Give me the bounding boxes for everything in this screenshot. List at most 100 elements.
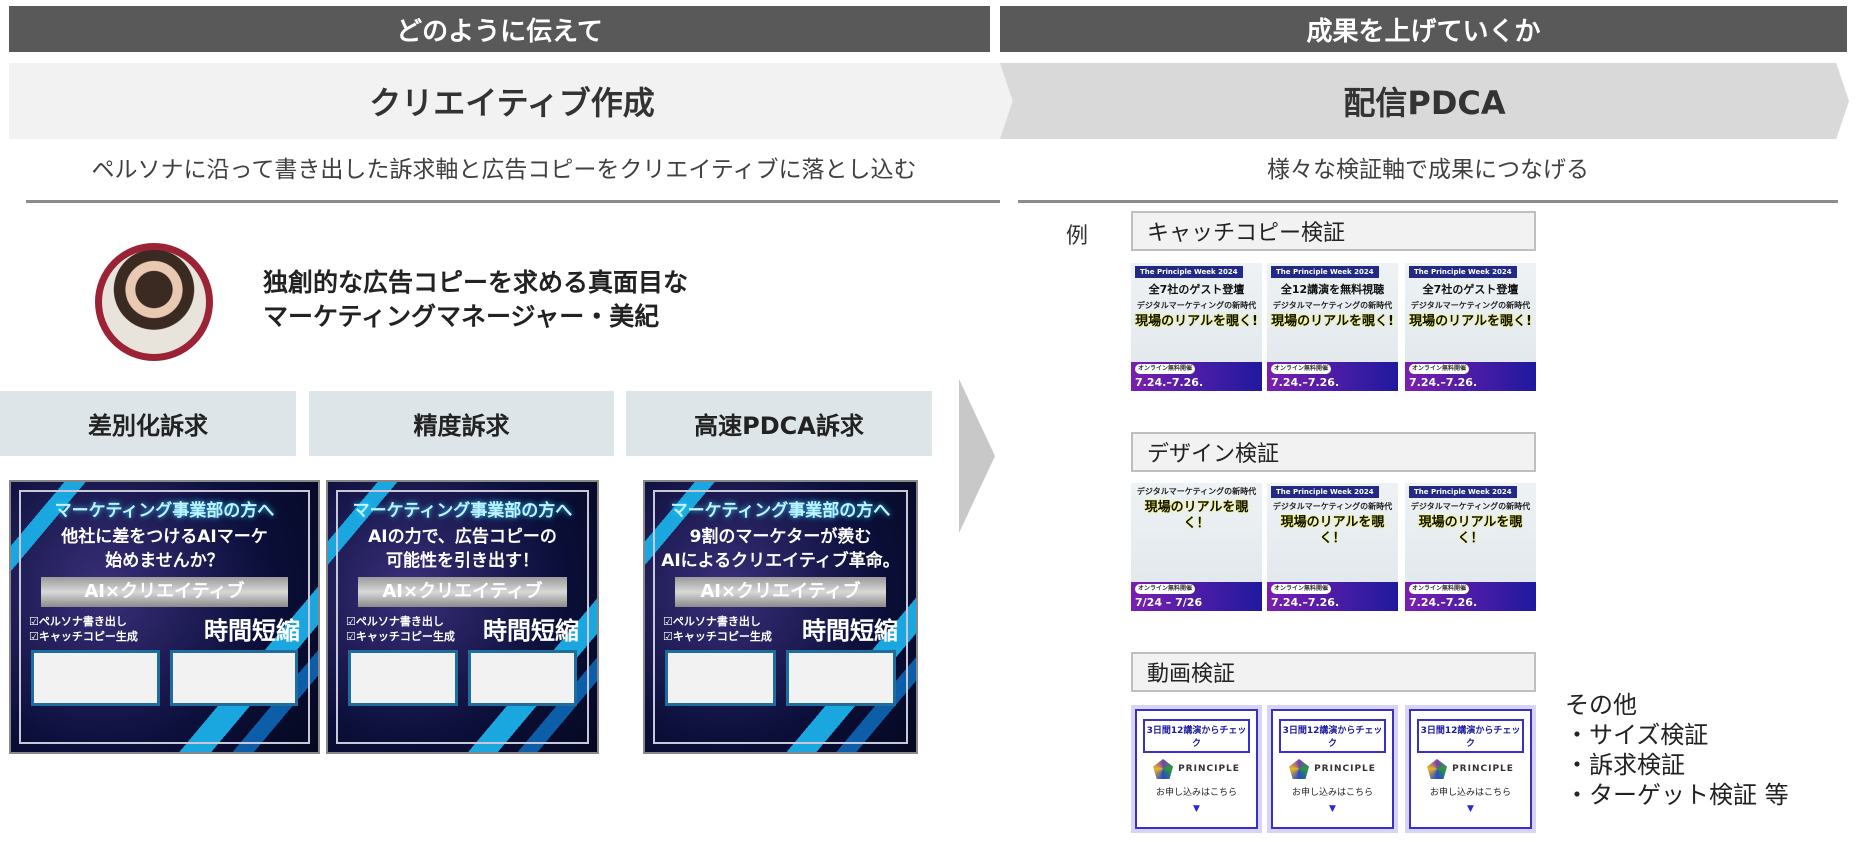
thumb-subline: デジタルマーケティングの新時代 xyxy=(1272,301,1393,310)
ad-thumbnail: The Principle Week 2024 全7社のゲスト登壇 デジタルマー… xyxy=(1405,263,1536,391)
thumb-tag: The Principle Week 2024 xyxy=(1271,486,1379,498)
thumb-date-bar: オンライン無料開催 7.24.–7.26. xyxy=(1267,362,1398,391)
banner-headline: 他社に差をつけるAIマーケ xyxy=(61,527,268,547)
thumb-subline: デジタルマーケティングの新時代 xyxy=(1410,502,1531,511)
banner-headline: 他社に差をつけるAIマーケ始めませんか？ xyxy=(21,525,308,573)
thumb-title: 現場のリアルを覗く！ xyxy=(1144,500,1249,531)
divider xyxy=(26,200,1000,203)
header-right: 成果を上げていくか xyxy=(1000,6,1847,52)
persona-avatar xyxy=(95,243,213,361)
banner-headline: 9割のマーケターが羨む xyxy=(689,527,872,547)
thumb-tag: The Principle Week 2024 xyxy=(1135,266,1243,278)
banner-headline: 可能性を引き出す！ xyxy=(386,551,539,571)
banner-big-text: 時間短縮 xyxy=(204,617,300,645)
banner-band: AI×クリエイティブ xyxy=(675,577,886,607)
divider xyxy=(1018,200,1838,203)
ad-thumbnail: The Principle Week 2024 デジタルマーケティングの新時代 … xyxy=(1267,483,1398,611)
chevron-down-icon: ▼ xyxy=(1467,804,1474,814)
banner-eyebrow: マーケティング事業部の方へ xyxy=(670,501,891,521)
thumb-headline: 全12講演を無料視聴 xyxy=(1280,283,1385,296)
thumb-badge: オンライン無料開催 xyxy=(1409,584,1470,594)
document-thumbnail xyxy=(665,650,776,706)
thumb-date: 7.24.–7.26. xyxy=(1271,596,1340,609)
thumb-date-bar: オンライン無料開催 7.24.–7.26. xyxy=(1405,362,1536,391)
arrow-right-icon xyxy=(959,379,995,533)
document-thumbnail xyxy=(169,650,298,706)
thumb-title: 現場のリアルを覗く! xyxy=(1409,314,1532,329)
logo-text: PRINCIPLE xyxy=(1314,764,1376,774)
test-label: キャッチコピー検証 xyxy=(1131,211,1536,251)
thumb-badge: オンライン無料開催 xyxy=(1409,364,1470,374)
thumb-date-bar: オンライン無料開催 7.24.–7.26. xyxy=(1405,582,1536,611)
video-cta: お申し込みはこちら xyxy=(1291,788,1373,798)
banner-headline: AIの力で、広告コピーの可能性を引き出す！ xyxy=(338,525,587,573)
header-left: どのように伝えて xyxy=(9,6,990,52)
banner-headline: 始めませんか？ xyxy=(105,551,224,571)
test-label: 動画検証 xyxy=(1131,652,1536,692)
thumb-badge: オンライン無料開催 xyxy=(1135,364,1196,374)
thumb-date: 7.24.–7.26. xyxy=(1409,376,1478,389)
example-label: 例 xyxy=(1066,224,1089,249)
thumb-subline: デジタルマーケティングの新時代 xyxy=(1136,487,1257,496)
logo-text: PRINCIPLE xyxy=(1178,764,1240,774)
principle-logo-icon xyxy=(1289,759,1310,779)
video-headline: 3日間12講演からチェック xyxy=(1279,719,1386,753)
ad-thumbnail: デジタルマーケティングの新時代 現場のリアルを覗く！ オンライン無料開催 7/24… xyxy=(1131,483,1262,611)
phase-creative-label: クリエイティブ作成 xyxy=(369,84,655,122)
appeal-header: 高速PDCA訴求 xyxy=(626,391,932,456)
persona-line: マーケティングマネージャー・美紀 xyxy=(263,302,660,331)
subtitle-right: 様々な検証軸で成果につなげる xyxy=(1267,157,1589,183)
banner-checklist: ☑ペルソナ書き出し☑キャッチコピー生成 xyxy=(663,614,772,643)
thumb-tag: The Principle Week 2024 xyxy=(1271,266,1379,278)
thumb-date: 7.24.–7.26. xyxy=(1135,376,1204,389)
banner-band: AI×クリエイティブ xyxy=(41,577,288,607)
video-thumbnail: 3日間12講演からチェック PRINCIPLE お申し込みはこちら ▼ xyxy=(1405,705,1536,833)
logo-text: PRINCIPLE xyxy=(1452,764,1514,774)
thumb-title: 現場のリアルを覗く！ xyxy=(1280,515,1385,546)
appeal-header: 差別化訴求 xyxy=(0,391,296,456)
video-cta: お申し込みはこちら xyxy=(1155,788,1237,798)
chevron-down-icon: ▼ xyxy=(1329,804,1336,814)
thumb-title: 現場のリアルを覗く！ xyxy=(1418,515,1523,546)
thumb-title: 現場のリアルを覗く! xyxy=(1135,314,1258,329)
thumb-subline: デジタルマーケティングの新時代 xyxy=(1136,301,1257,310)
thumb-date: 7/24 – 7/26 xyxy=(1135,596,1203,609)
banner-headline: AIの力で、広告コピーの xyxy=(368,527,557,547)
banner-eyebrow: マーケティング事業部の方へ xyxy=(54,501,275,521)
video-thumbnail: 3日間12講演からチェック PRINCIPLE お申し込みはこちら ▼ xyxy=(1131,705,1262,833)
thumb-date: 7.24.–7.26. xyxy=(1271,376,1340,389)
thumb-date-bar: オンライン無料開催 7.24.–7.26. xyxy=(1267,582,1398,611)
banner-checklist: ☑ペルソナ書き出し☑キャッチコピー生成 xyxy=(346,614,455,643)
document-thumbnail xyxy=(31,650,160,706)
video-cta: お申し込みはこちら xyxy=(1429,788,1511,798)
other-item: ・訴求検証 xyxy=(1565,751,1685,779)
thumb-date: 7.24.–7.26. xyxy=(1409,596,1478,609)
banner-big-text: 時間短縮 xyxy=(802,617,898,645)
phase-creative: クリエイティブ作成 xyxy=(9,63,1015,139)
principle-logo-icon xyxy=(1427,759,1448,779)
document-thumbnail xyxy=(467,650,577,706)
phase-pdca: 配信PDCA xyxy=(1000,63,1849,139)
thumb-subline: デジタルマーケティングの新時代 xyxy=(1410,301,1531,310)
subtitle-left: ペルソナに沿って書き出した訴求軸と広告コピーをクリエイティブに落とし込む xyxy=(91,157,917,183)
document-thumbnail xyxy=(348,650,458,706)
creative-banner: マーケティング事業部の方へ 他社に差をつけるAIマーケ始めませんか？ AI×クリ… xyxy=(9,480,320,754)
appeal-header: 精度訴求 xyxy=(309,391,614,456)
other-tests: その他 ・サイズ検証 ・訴求検証 ・ターゲット検証 等 xyxy=(1565,690,1789,810)
thumb-date-bar: オンライン無料開催 7/24 – 7/26 xyxy=(1131,582,1262,611)
banner-checklist: ☑ペルソナ書き出し☑キャッチコピー生成 xyxy=(29,614,138,643)
thumb-badge: オンライン無料開催 xyxy=(1271,584,1332,594)
thumb-tag: The Principle Week 2024 xyxy=(1409,486,1517,498)
thumb-badge: オンライン無料開催 xyxy=(1271,364,1332,374)
ad-thumbnail: The Principle Week 2024 全12講演を無料視聴 デジタルマ… xyxy=(1267,263,1398,391)
thumb-title: 現場のリアルを覗く! xyxy=(1271,314,1394,329)
thumb-badge: オンライン無料開催 xyxy=(1135,584,1196,594)
persona-line: 独創的な広告コピーを求める真面目な xyxy=(263,268,689,297)
video-thumbnail: 3日間12講演からチェック PRINCIPLE お申し込みはこちら ▼ xyxy=(1267,705,1398,833)
principle-logo-icon xyxy=(1153,759,1174,779)
video-headline: 3日間12講演からチェック xyxy=(1417,719,1524,753)
thumb-date-bar: オンライン無料開催 7.24.–7.26. xyxy=(1131,362,1262,391)
thumb-tag: The Principle Week 2024 xyxy=(1409,266,1517,278)
